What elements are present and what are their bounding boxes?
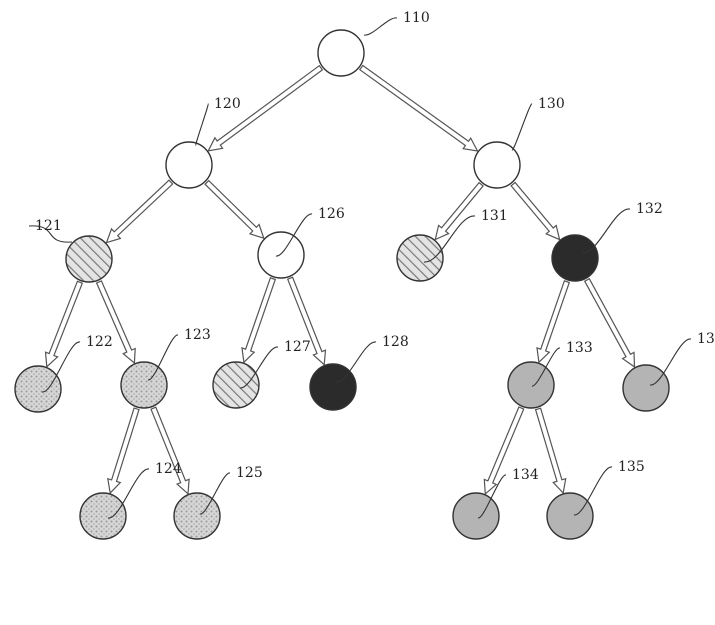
node-135 — [547, 493, 593, 539]
node-136 — [623, 365, 669, 411]
leader-line-120 — [196, 104, 208, 145]
node-132 — [552, 235, 598, 281]
node-127 — [213, 362, 259, 408]
node-121 — [66, 236, 112, 282]
node-label-131: 131 — [481, 208, 508, 224]
node-label-128: 128 — [382, 334, 409, 350]
edge-120-121 — [107, 180, 173, 242]
node-126 — [258, 232, 304, 278]
node-label-121: 121 — [35, 218, 62, 234]
node-label-110: 110 — [403, 10, 430, 26]
leader-line-130 — [512, 104, 532, 150]
node-110 — [318, 30, 364, 76]
edge-123-124 — [108, 408, 139, 493]
node-124 — [80, 493, 126, 539]
node-122 — [15, 366, 61, 412]
node-label-120: 120 — [214, 96, 241, 112]
nodes-layer — [15, 30, 669, 539]
node-134 — [453, 493, 499, 539]
node-128 — [310, 364, 356, 410]
edge-126-127 — [242, 278, 275, 363]
edge-120-126 — [205, 181, 264, 239]
edge-121-123 — [97, 281, 136, 363]
node-label-125: 125 — [236, 465, 263, 481]
node-label-122: 122 — [86, 334, 113, 350]
node-label-135: 135 — [618, 459, 645, 475]
node-125 — [174, 493, 220, 539]
edges-layer — [46, 66, 635, 494]
edge-121-122 — [46, 281, 83, 366]
node-120 — [166, 142, 212, 188]
node-label-127: 127 — [284, 339, 311, 355]
node-label-134: 134 — [512, 467, 539, 483]
edge-130-131 — [435, 183, 483, 240]
edge-130-132 — [511, 183, 559, 240]
node-123 — [121, 362, 167, 408]
node-131 — [397, 235, 443, 281]
edge-110-130 — [360, 66, 478, 152]
node-label-123: 123 — [184, 327, 211, 343]
node-label-126: 126 — [318, 206, 345, 222]
leader-line-110 — [364, 18, 397, 35]
node-label-124: 124 — [155, 461, 182, 477]
node-133 — [508, 362, 554, 408]
edge-132-133 — [537, 281, 569, 363]
edge-133-135 — [536, 408, 566, 493]
node-label-132: 132 — [636, 201, 663, 217]
node-label-130: 130 — [538, 96, 565, 112]
node-label-133: 133 — [566, 340, 593, 356]
node-label-136: 136 — [697, 331, 715, 347]
labels-layer: 110 120 130 121 126 131 132 122 123 127 128 133 136 1… — [29, 10, 715, 518]
edge-123-125 — [151, 407, 189, 494]
